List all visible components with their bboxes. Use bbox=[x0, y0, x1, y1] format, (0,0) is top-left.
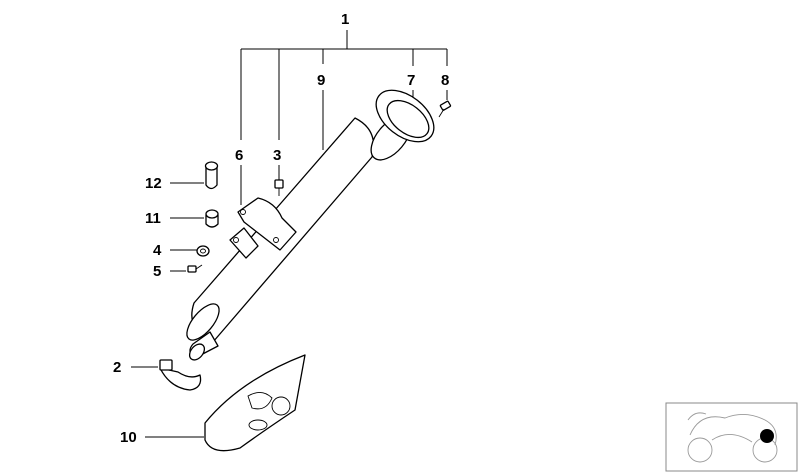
leader-lines bbox=[131, 30, 448, 438]
screw-8-shank bbox=[438, 108, 445, 118]
heat-shield-pipe-opening bbox=[271, 396, 291, 416]
washer-4-outer bbox=[196, 245, 210, 257]
heat-shield-clamp bbox=[247, 392, 273, 410]
callout-10: 10 bbox=[120, 429, 137, 446]
clamp-tab bbox=[159, 359, 173, 371]
callout-5: 5 bbox=[153, 263, 161, 280]
screw-8-head bbox=[439, 100, 452, 111]
bracket-lower-plate bbox=[229, 227, 259, 259]
bracket-hole-2 bbox=[273, 237, 279, 243]
callout-6: 6 bbox=[235, 147, 243, 164]
bushing-12-top bbox=[204, 161, 219, 171]
callout-3: 3 bbox=[273, 147, 281, 164]
locator-bike-outline bbox=[689, 414, 777, 446]
heat-shield-plate bbox=[204, 354, 306, 452]
inlet-pipe-end bbox=[188, 343, 206, 361]
bracket-upper-plate bbox=[237, 197, 297, 251]
callout-1: 1 bbox=[341, 11, 349, 28]
washer-4-hole bbox=[200, 248, 206, 254]
callout-7: 7 bbox=[407, 72, 415, 89]
locator-front-wheel bbox=[687, 437, 713, 463]
callout-2: 2 bbox=[113, 359, 121, 376]
screw-3 bbox=[274, 179, 284, 196]
clamp bbox=[159, 359, 202, 391]
callout-11: 11 bbox=[145, 210, 161, 227]
callout-8: 8 bbox=[441, 72, 449, 89]
clamp-band bbox=[159, 367, 202, 391]
bracket-hole-3 bbox=[233, 237, 239, 243]
callout-9: 9 bbox=[317, 72, 325, 89]
screw-3-head bbox=[274, 179, 284, 189]
bracket-hole-1 bbox=[240, 209, 246, 215]
sealing-ring-inner bbox=[386, 99, 430, 139]
locator-thumbnail bbox=[665, 402, 798, 472]
callout-4: 4 bbox=[153, 242, 162, 259]
sealing-ring bbox=[375, 89, 435, 143]
screw-8 bbox=[438, 100, 452, 118]
heat-shield bbox=[204, 354, 306, 452]
locator-frame bbox=[665, 402, 798, 472]
screw-5-shank bbox=[195, 264, 203, 270]
silencer-body bbox=[186, 115, 412, 361]
callout-12: 12 bbox=[145, 175, 162, 192]
bushing-11-top bbox=[205, 209, 219, 219]
screw-5 bbox=[187, 264, 203, 273]
bushing-12 bbox=[204, 161, 219, 190]
bushing-11 bbox=[205, 209, 219, 228]
heat-shield-hole bbox=[248, 419, 268, 431]
washer-4 bbox=[196, 245, 210, 257]
locator-bike-frame bbox=[711, 434, 753, 443]
locator-position-marker bbox=[760, 429, 774, 443]
bushing-12-body bbox=[205, 167, 218, 190]
bracket bbox=[229, 197, 297, 259]
callout-labels: 1 2 3 4 5 6 7 8 9 10 11 12 bbox=[113, 11, 449, 446]
screw-5-head bbox=[187, 265, 197, 273]
silencer-rear-end bbox=[186, 303, 220, 341]
locator-bike-front bbox=[687, 412, 707, 421]
